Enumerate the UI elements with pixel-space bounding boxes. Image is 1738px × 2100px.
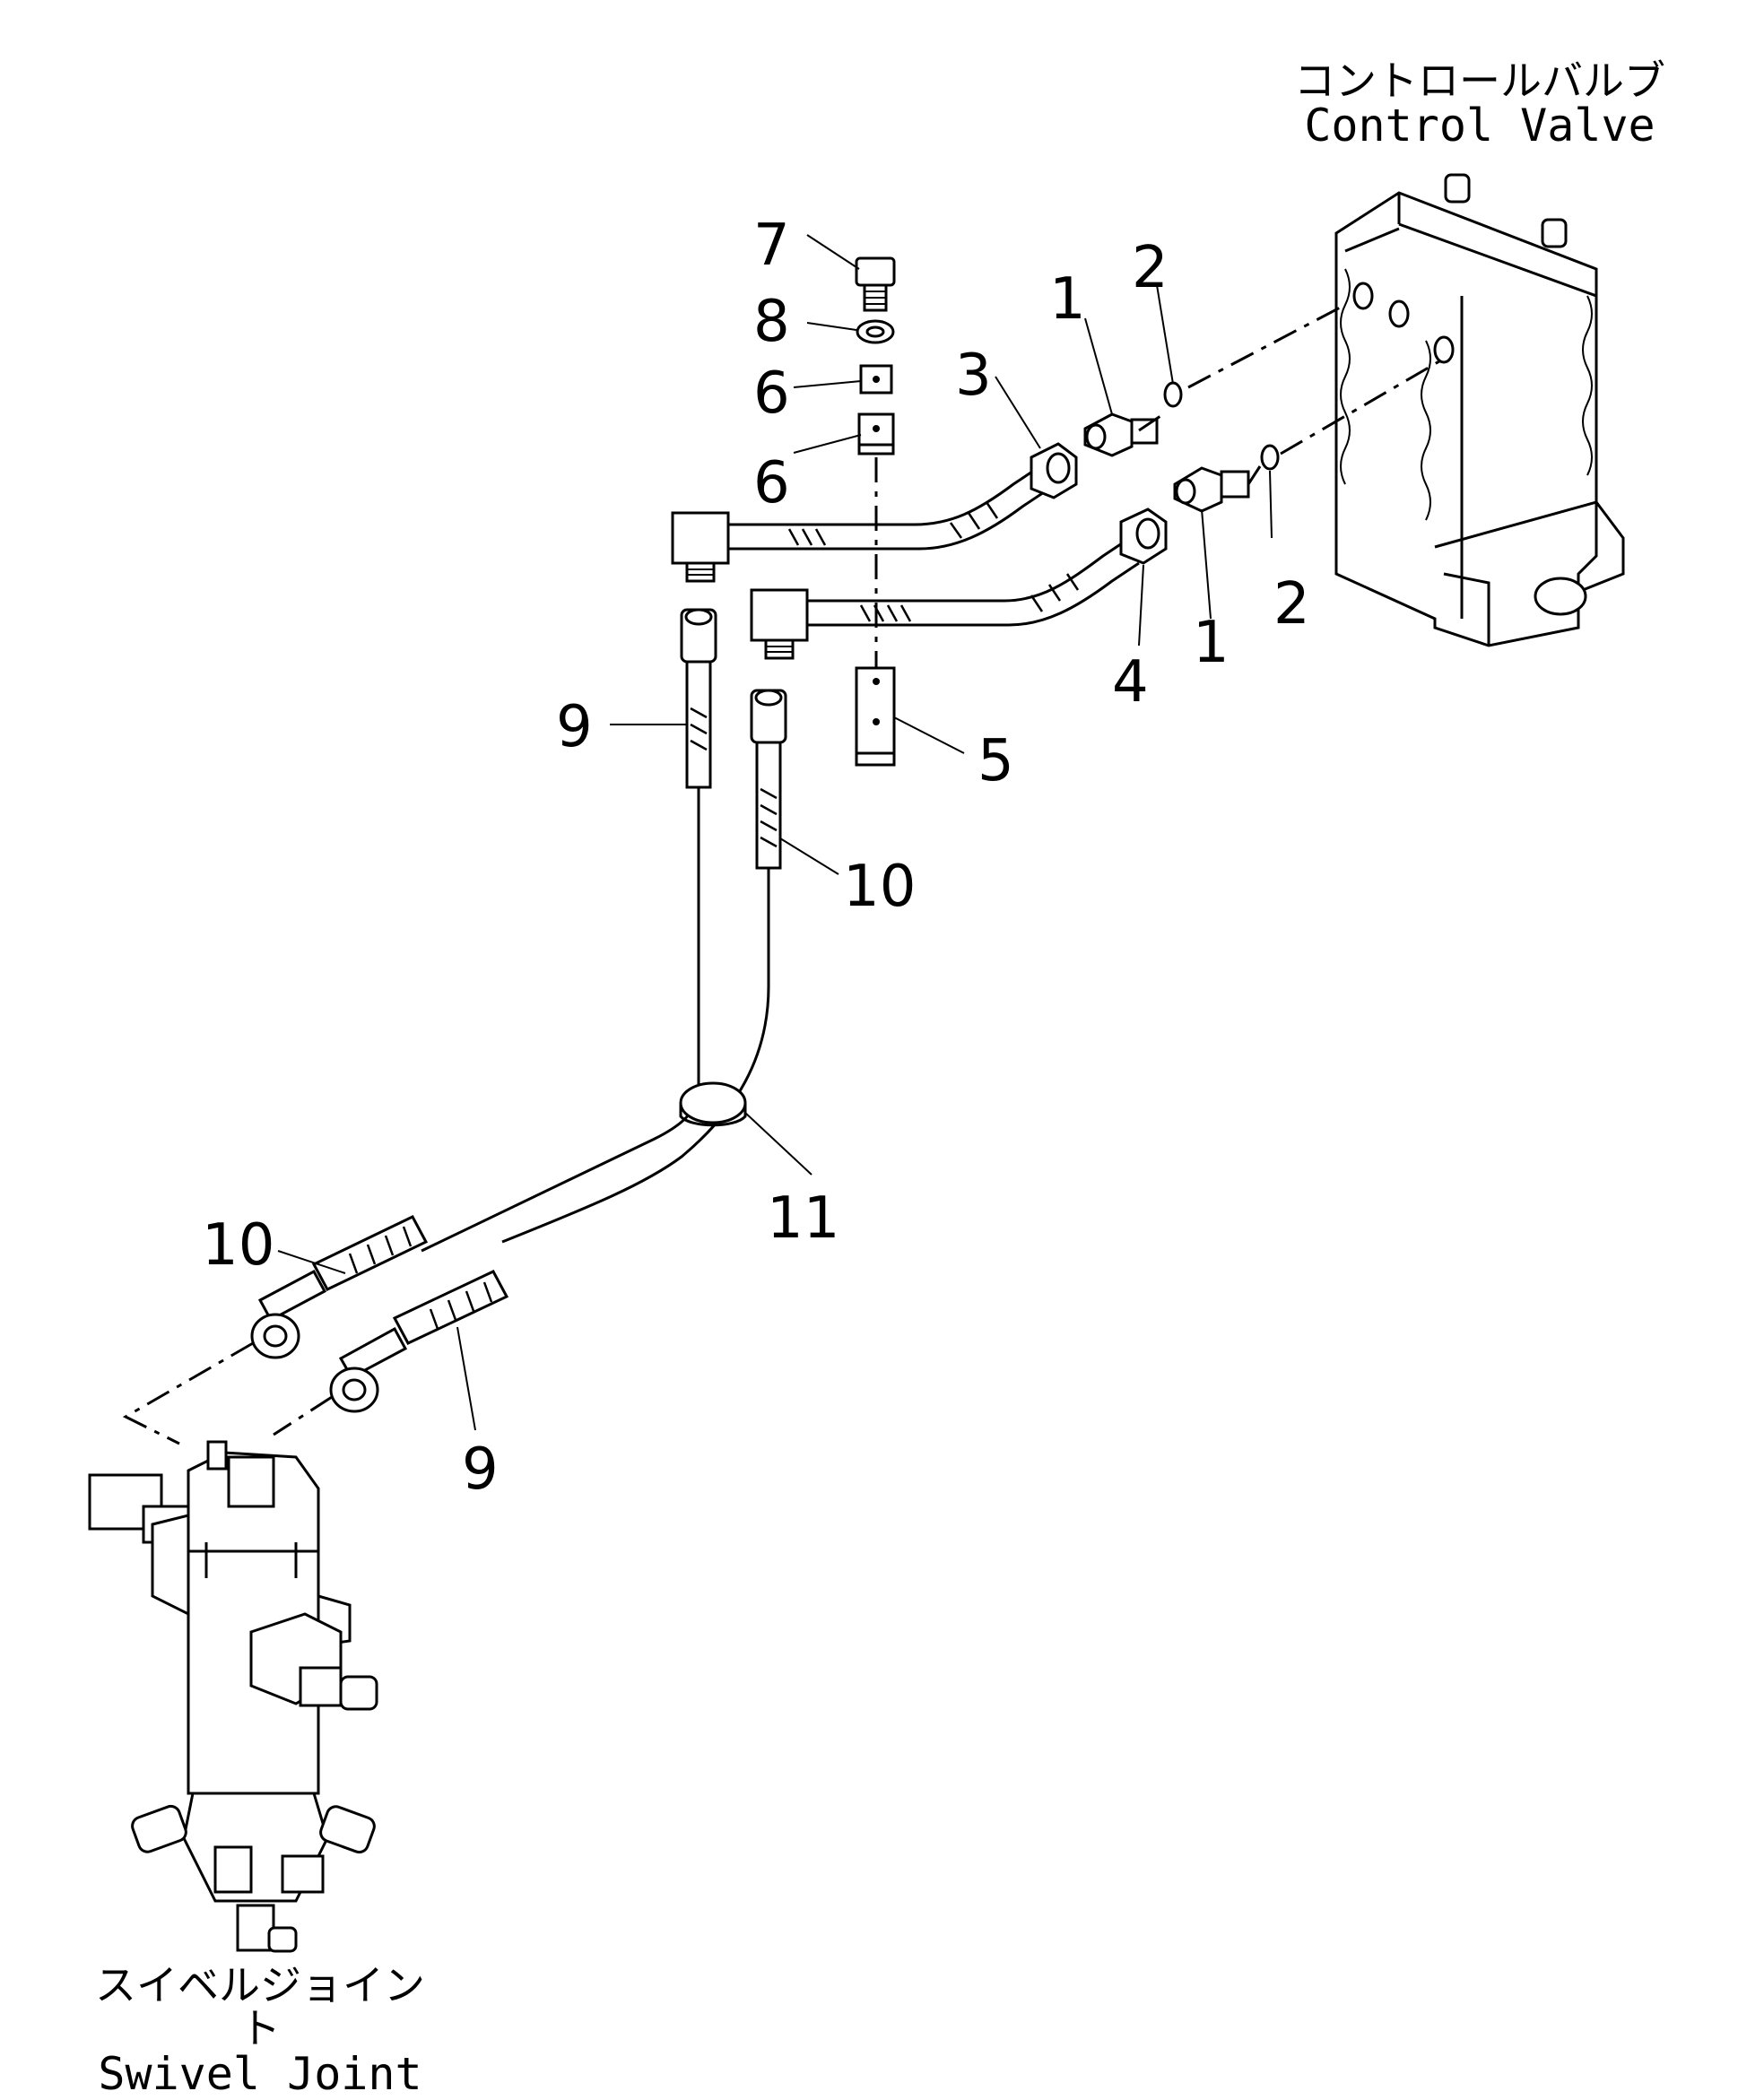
callout-1-lower: 1 xyxy=(1193,610,1230,676)
swivel-joint-label: スイベルジョイント Swivel Joint xyxy=(81,1964,439,2097)
callout-10-lower: 10 xyxy=(202,1212,274,1279)
callout-numbers: 1 2 3 1 2 4 5 6 6 7 8 9 10 11 10 9 xyxy=(202,213,1310,1503)
swivel-joint-label-en: Swivel Joint xyxy=(98,2047,422,2100)
upper-fittings xyxy=(671,256,1445,767)
callout-8: 8 xyxy=(753,289,790,355)
callout-1-upper: 1 xyxy=(1049,266,1086,333)
control-valve-label-jp: コントロールバルブ xyxy=(1294,56,1665,105)
callout-10-upper: 10 xyxy=(843,854,916,920)
callout-4: 4 xyxy=(1112,649,1149,716)
callout-5: 5 xyxy=(978,728,1014,794)
control-valve-label: コントロールバルブ Control Valve xyxy=(1291,59,1668,150)
control-valve-label-en: Control Valve xyxy=(1304,100,1655,152)
callout-9-upper: 9 xyxy=(556,694,593,760)
callout-6-lower: 6 xyxy=(753,450,790,516)
callout-2-upper: 2 xyxy=(1132,235,1169,301)
callout-3: 3 xyxy=(955,343,992,409)
swivel-joint-drawing xyxy=(88,1440,378,1953)
hoses xyxy=(122,608,787,1445)
callout-11: 11 xyxy=(767,1185,839,1252)
leader-lines xyxy=(277,234,1273,1431)
control-valve-drawing xyxy=(1334,173,1625,647)
callout-9-lower: 9 xyxy=(462,1436,499,1503)
callout-7: 7 xyxy=(753,213,790,279)
callout-6-upper: 6 xyxy=(753,360,790,427)
swivel-joint-label-jp: スイベルジョイント xyxy=(95,1961,425,2053)
callout-2-lower: 2 xyxy=(1273,571,1310,638)
